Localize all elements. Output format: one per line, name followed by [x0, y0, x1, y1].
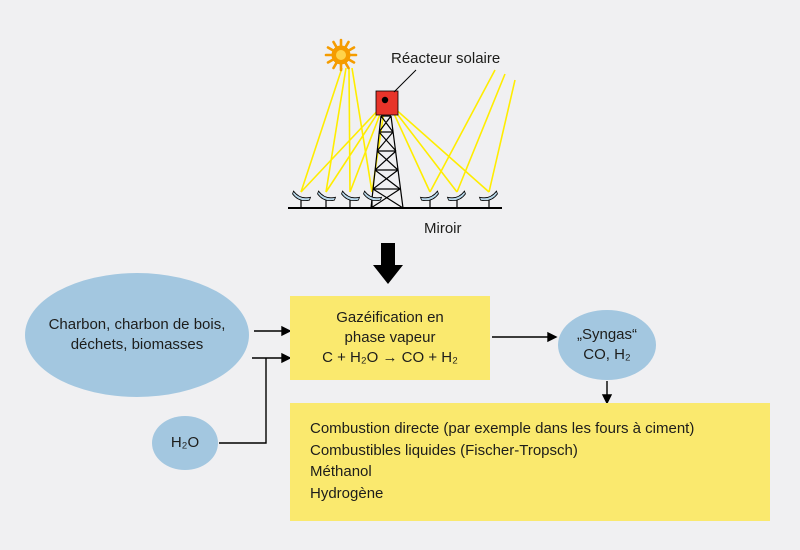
gasification-line1: Gazéification en: [336, 309, 444, 326]
feedstock-ellipse: Charbon, charbon de bois, déchets, bioma…: [25, 273, 249, 397]
gasification-reaction: C + H₂O → CO + H₂: [322, 349, 458, 366]
product-item: Hydrogène: [310, 484, 384, 502]
mirror-icon: [478, 190, 498, 208]
product-item: Combustion directe (par exemple dans les…: [310, 420, 695, 437]
mirror-icon: [363, 190, 383, 208]
mirror-label: Miroir: [424, 220, 462, 237]
products-box: Combustion directe (par exemple dans les…: [290, 403, 770, 521]
gasification-box: Gazéification en phase vapeur C + H₂O → …: [290, 296, 490, 380]
flow-connectors: [219, 325, 613, 444]
mirror-icon: [292, 190, 312, 208]
product-item: Combustibles liquides (Fischer-Tropsch): [310, 441, 578, 459]
reactor-label: Réacteur solaire: [391, 50, 501, 67]
syngas-ellipse: „Syngas“ CO, H₂: [558, 310, 656, 380]
mirror-field: [292, 190, 498, 208]
syngas-title: „Syngas“: [576, 326, 638, 343]
mirror-icon: [419, 190, 439, 208]
big-down-arrow: [373, 243, 403, 284]
water-elbow-connector: [219, 358, 267, 444]
solar-tower: [370, 69, 417, 209]
mirror-icon: [317, 190, 337, 208]
mirror-icon: [446, 190, 466, 208]
product-item: Méthanol: [310, 463, 372, 480]
solar-receiver: [375, 90, 399, 116]
water-ellipse: H₂O: [152, 416, 218, 470]
water-text: H₂O: [170, 434, 200, 451]
reactor-label-pointer: [393, 69, 417, 93]
mirror-icon: [341, 190, 361, 208]
sun-rays: [300, 67, 516, 193]
feedstock-text: Charbon, charbon de bois, déchets, bioma…: [48, 316, 226, 353]
sun-icon: [324, 38, 358, 72]
syngas-formula: CO, H₂: [583, 346, 631, 363]
gasification-line2: phase vapeur: [344, 329, 436, 346]
